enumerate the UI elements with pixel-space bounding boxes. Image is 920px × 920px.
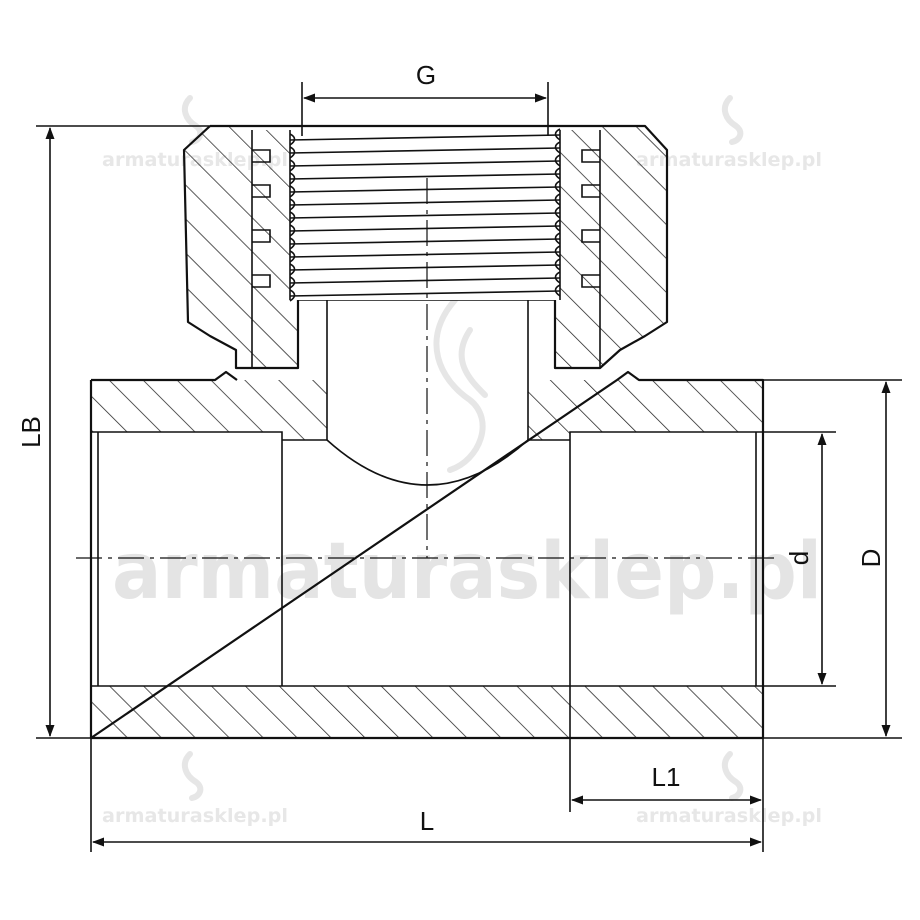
thread-crest-left: [289, 211, 296, 224]
thread-crest-left: [289, 237, 296, 250]
thread-crest-right: [554, 180, 561, 193]
thread-line: [289, 199, 561, 206]
thread-crest-right: [554, 219, 561, 232]
thread-crest-right: [554, 128, 561, 141]
thread-crest-left: [289, 276, 296, 289]
watermark-main: armaturasklep.pl: [112, 527, 822, 617]
dim-label-lb: LB: [16, 416, 46, 448]
dimension-lines: [36, 82, 902, 852]
thread-crest-left: [289, 263, 296, 276]
thread-crest-left: [289, 146, 296, 159]
thread-crest-left: [289, 198, 296, 211]
thread-line: [289, 225, 561, 232]
thread-line: [289, 277, 561, 284]
thread-line: [289, 134, 561, 141]
thread-crest-right: [554, 167, 561, 180]
dim-label-l1: L1: [652, 762, 681, 792]
thread-line: [289, 160, 561, 167]
thread-crest-right: [554, 206, 561, 219]
thread-crest-left: [289, 172, 296, 185]
thread-crest-right: [554, 258, 561, 271]
thread-line: [289, 186, 561, 193]
watermark-small-tr: armaturasklep.pl: [636, 149, 822, 171]
thread-crest-right: [554, 232, 561, 245]
thread-crest-right: [554, 245, 561, 258]
dim-label-l: L: [420, 806, 434, 836]
thread-line: [289, 238, 561, 245]
internal-thread: [289, 128, 561, 302]
thread-crest-right: [554, 141, 561, 154]
thread-crest-left: [289, 289, 296, 302]
thread-crest-right: [554, 193, 561, 206]
thread-line: [289, 251, 561, 258]
thread-crest-right: [554, 284, 561, 297]
thread-line: [289, 290, 561, 297]
thread-crest-left: [289, 185, 296, 198]
thread-line: [289, 264, 561, 271]
dim-label-d-outer: D: [856, 549, 886, 568]
center-lines: [76, 178, 778, 559]
thread-crest-right: [554, 154, 561, 167]
thread-crest-left: [289, 224, 296, 237]
watermark-small-bl: armaturasklep.pl: [102, 805, 288, 827]
thread-line: [289, 147, 561, 154]
thread-line: [289, 173, 561, 180]
dim-label-d-inner: d: [784, 551, 814, 565]
thread-crest-right: [554, 271, 561, 284]
thread-crest-left: [289, 133, 296, 146]
section-hatching: [91, 126, 763, 738]
thread-line: [289, 212, 561, 219]
thread-crest-left: [289, 250, 296, 263]
watermark-small-br: armaturasklep.pl: [636, 805, 822, 827]
thread-crest-left: [289, 159, 296, 172]
dimension-labels: G LB D d L1 L: [16, 60, 886, 836]
dim-label-g: G: [416, 60, 436, 90]
